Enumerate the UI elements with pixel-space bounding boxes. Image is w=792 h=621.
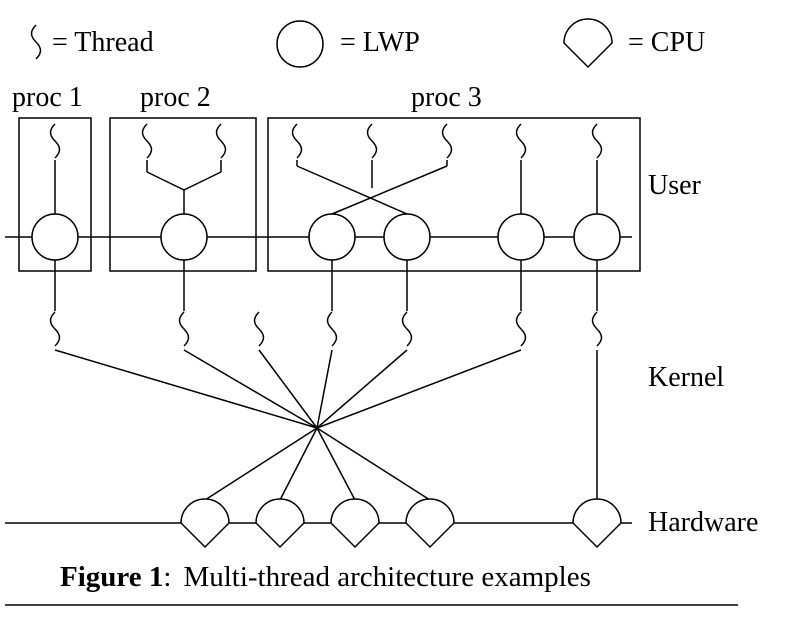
kernel-thread — [515, 311, 527, 347]
kernel-scheduler-links — [54, 349, 598, 501]
lwp-circle — [31, 213, 79, 261]
lwp-legend-icon — [276, 20, 324, 68]
cpu-icon — [180, 498, 230, 549]
lwp-circle — [497, 213, 545, 261]
user-thread — [441, 123, 453, 159]
lwp-circle — [308, 213, 356, 261]
figure-caption: Figure 1: Multi-thread architecture examp… — [60, 561, 591, 593]
user-thread — [291, 123, 303, 159]
legend: = Thread = LWP = CPU — [30, 18, 705, 69]
user-thread — [515, 123, 527, 159]
user-thread — [591, 123, 603, 159]
cpu-icon — [405, 498, 455, 549]
cpu-legend-icon — [563, 18, 613, 69]
kernel-thread — [253, 311, 265, 347]
kernel-thread — [49, 311, 61, 347]
lwps — [31, 213, 621, 261]
lwp-kernel-links — [54, 260, 598, 311]
proc-2-label: proc 2 — [140, 82, 211, 113]
legend-thread-label: = Thread — [52, 27, 154, 58]
kernel-thread — [591, 311, 603, 347]
proc-2-box — [109, 117, 257, 272]
cpu-icon — [330, 498, 380, 549]
user-thread — [366, 123, 378, 159]
cpu-icon — [255, 498, 305, 549]
user-thread — [141, 123, 153, 159]
user-thread — [215, 123, 227, 159]
proc-1-label: proc 1 — [12, 82, 83, 113]
legend-lwp-label: = LWP — [340, 27, 420, 58]
kernel-layer-label: Kernel — [648, 362, 724, 393]
proc-3-box — [267, 117, 641, 272]
kernel-thread — [326, 311, 338, 347]
proc-3-label: proc 3 — [411, 82, 482, 113]
legend-cpu-label: = CPU — [628, 27, 705, 58]
lwp-circle — [160, 213, 208, 261]
figure-caption-separator: : — [163, 561, 171, 593]
user-thread — [49, 123, 61, 159]
thread-legend-icon — [30, 24, 42, 60]
figure-caption-text: Multi-thread architecture examples — [183, 561, 590, 593]
figure-caption-label: Figure 1 — [60, 561, 163, 593]
lwp-circle — [383, 213, 431, 261]
kernel-thread — [401, 311, 413, 347]
thread-lwp-links — [54, 160, 598, 215]
kernel-thread — [178, 311, 190, 347]
user-layer-label: User — [648, 170, 702, 201]
lwp-circle — [573, 213, 621, 261]
cpu-icon — [572, 498, 622, 549]
cpus — [180, 498, 622, 549]
user-threads — [49, 123, 603, 159]
hardware-layer-label: Hardware — [648, 507, 758, 538]
kernel-threads — [49, 311, 603, 347]
